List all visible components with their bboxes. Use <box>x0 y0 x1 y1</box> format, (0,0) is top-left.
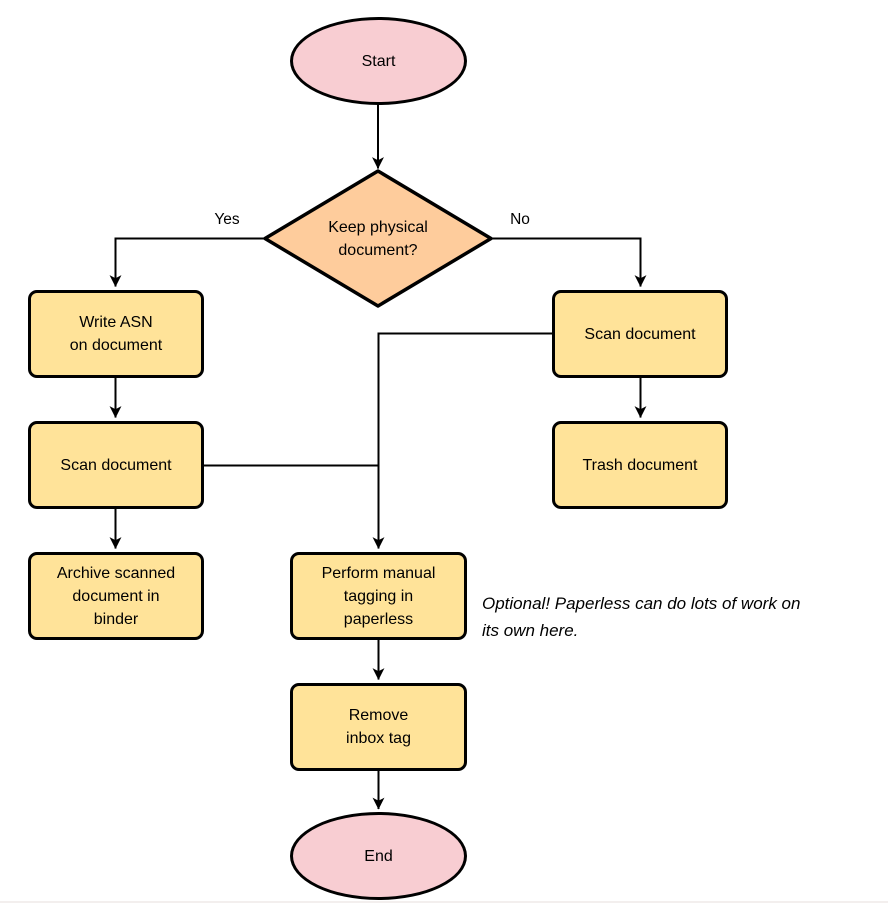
node-start-label: Start <box>361 52 396 70</box>
edge-scan-right-to-tagging <box>372 332 552 550</box>
node-scan-document-right-label: Scan document <box>584 325 696 343</box>
node-archive-binder-label: Archive scanned document in binder <box>56 564 176 628</box>
node-scan-document-right: Scan document <box>552 290 728 378</box>
node-scan-document-left: Scan document <box>28 421 204 509</box>
node-archive-binder: Archive scanned document in binder <box>28 552 204 640</box>
bottom-divider <box>0 901 888 903</box>
node-remove-inbox-tag: Remove inbox tag <box>290 683 467 771</box>
node-decision: Keep physical document? <box>283 206 473 271</box>
node-trash-document: Trash document <box>552 421 728 509</box>
node-decision-label: Keep physical document? <box>328 218 428 259</box>
node-end: End <box>290 812 467 900</box>
node-scan-document-left-label: Scan document <box>60 456 172 474</box>
node-start: Start <box>290 17 467 105</box>
edge-decision-to-scan-right <box>490 237 647 288</box>
node-manual-tagging: Perform manual tagging in paperless <box>290 552 467 640</box>
node-remove-inbox-tag-label: Remove inbox tag <box>346 707 411 747</box>
edge-label-yes: Yes <box>214 211 240 228</box>
node-write-asn-label: Write ASN on document <box>69 314 163 354</box>
node-trash-document-label: Trash document <box>582 456 698 474</box>
edge-label-no: No <box>510 211 530 228</box>
optional-note: Optional! Paperless can do lots of work … <box>482 594 801 640</box>
node-write-asn: Write ASN on document <box>28 290 204 378</box>
edge-decision-to-write-asn <box>109 237 266 288</box>
node-end-label: End <box>364 847 393 865</box>
node-manual-tagging-label: Perform manual tagging in paperless <box>321 564 436 628</box>
decision-diamond-shape <box>263 169 493 308</box>
